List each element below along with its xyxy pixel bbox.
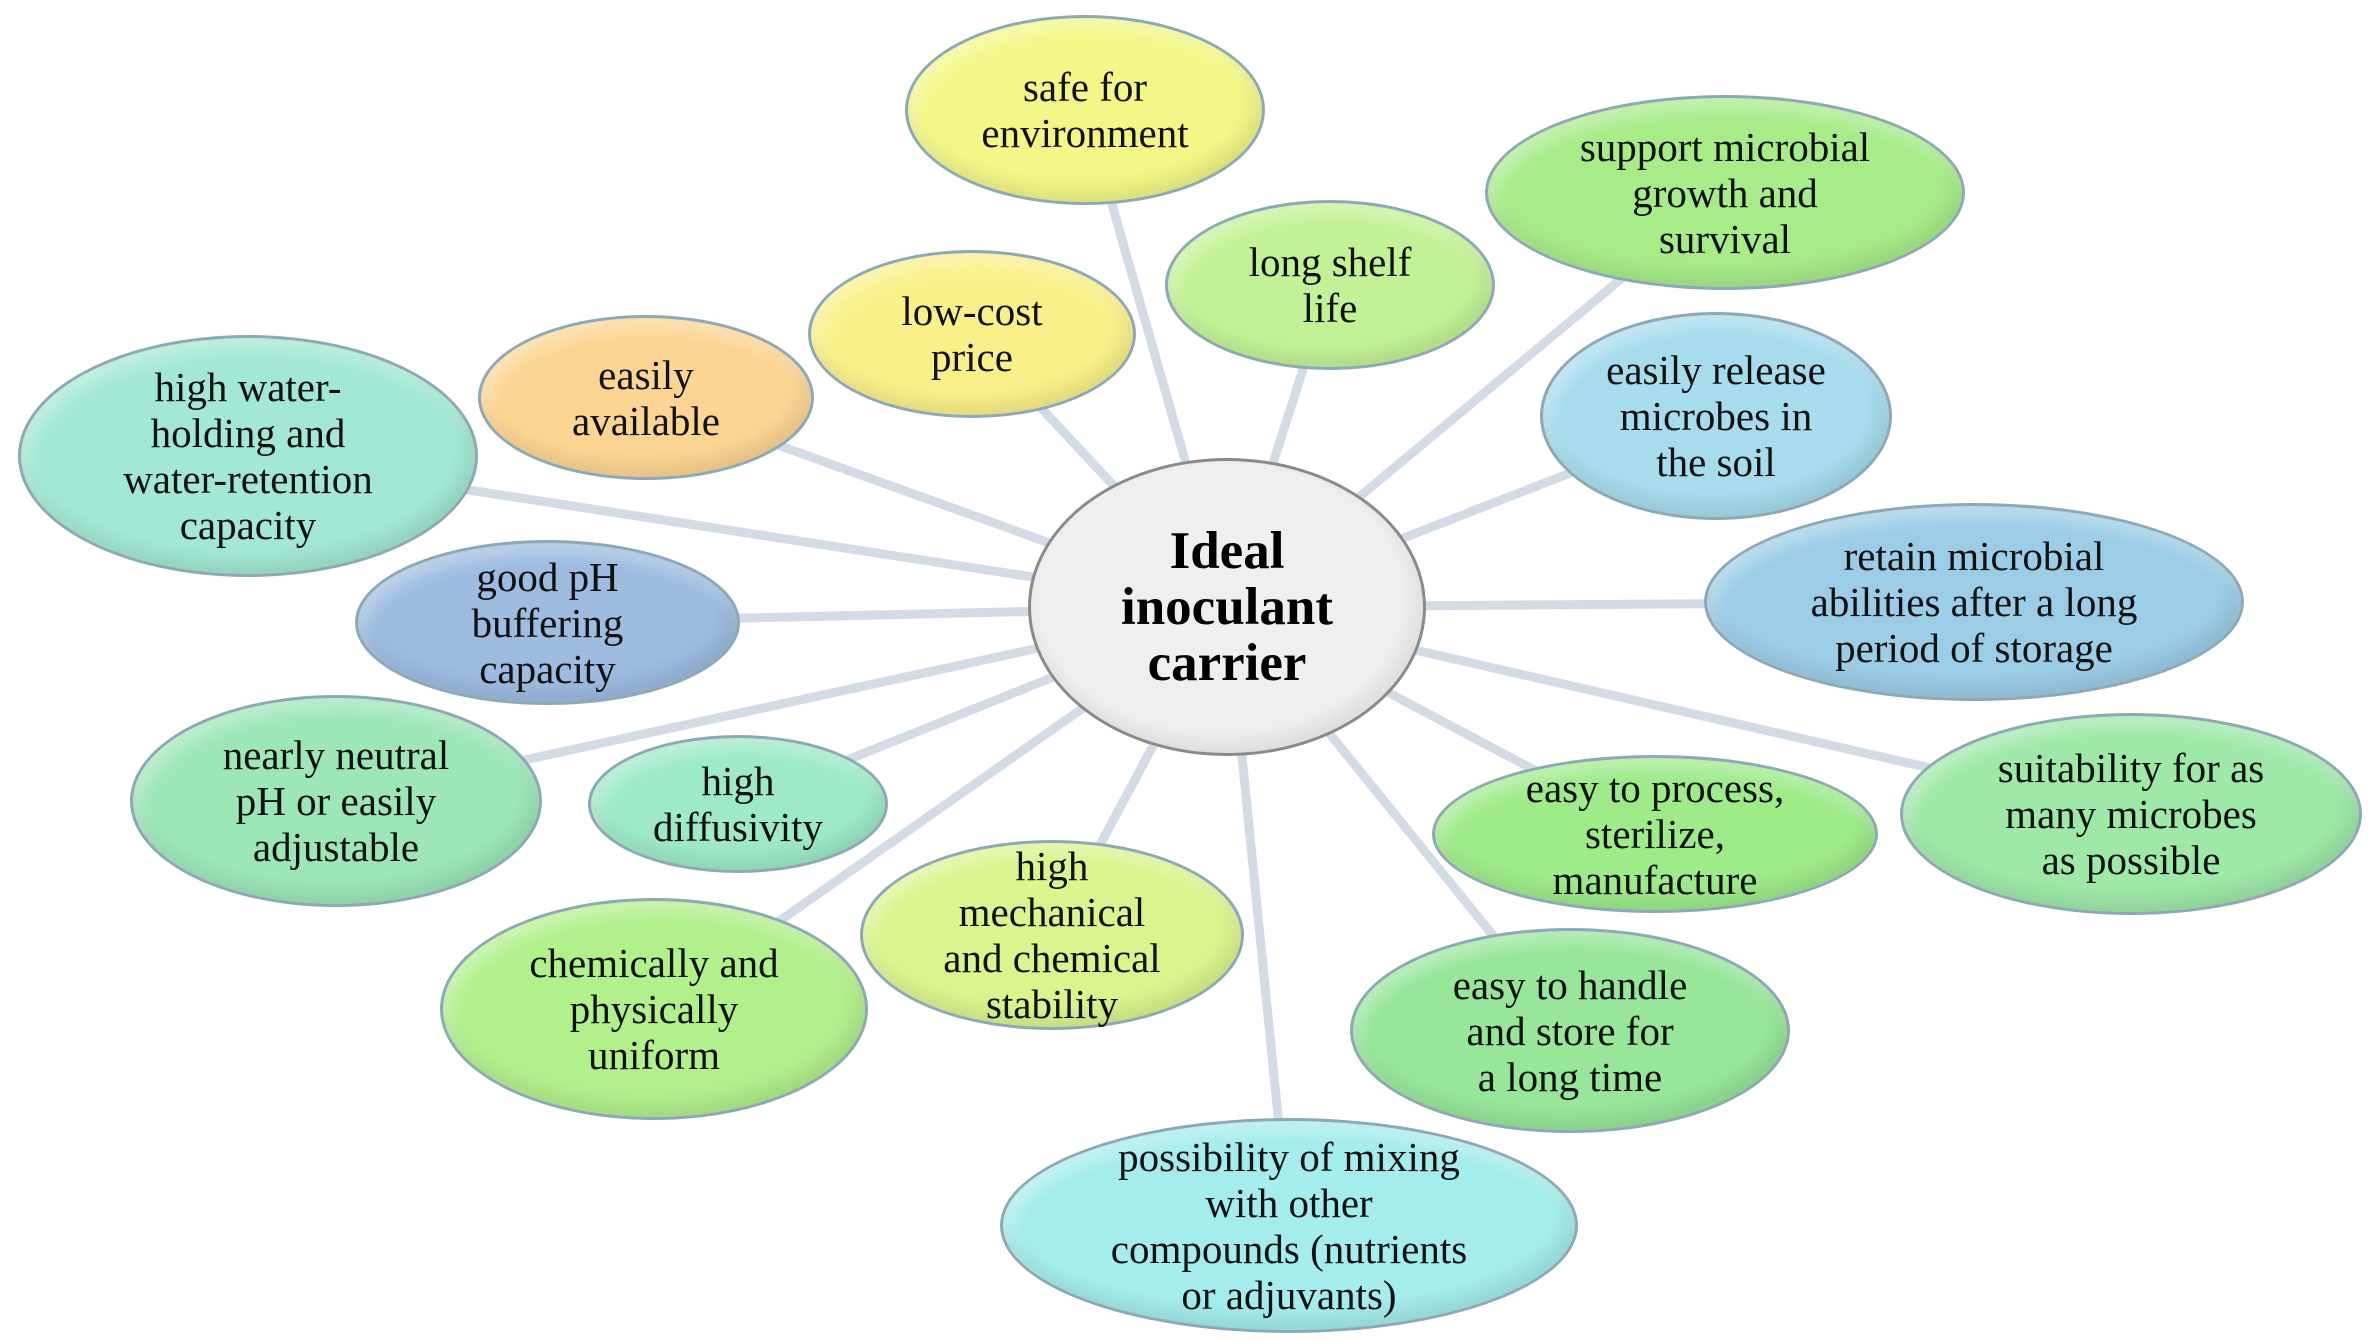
node-easy-handle: easy to handle and store for a long time <box>1350 928 1790 1133</box>
node-high-mechanical: high mechanical and chemical stability <box>860 840 1244 1030</box>
node-easily-release: easily release microbes in the soil <box>1540 312 1892 520</box>
node-easy-process: easy to process, sterilize, manufacture <box>1432 755 1878 913</box>
node-safe-environment: safe for environment <box>905 15 1265 205</box>
node-good-ph: good pH buffering capacity <box>355 540 740 705</box>
node-long-shelf-life: long shelf life <box>1165 200 1495 370</box>
node-easily-available: easily available <box>478 315 814 480</box>
node-retain-microbial: retain microbial abilities after a long … <box>1704 503 2244 701</box>
node-suitability: suitability for as many microbes as poss… <box>1900 713 2362 915</box>
node-high-water: high water- holding and water-retention … <box>18 335 478 577</box>
node-low-cost: low-cost price <box>808 250 1136 418</box>
node-possibility-mixing: possibility of mixing with other compoun… <box>1000 1118 1578 1333</box>
node-support-microbial: support microbial growth and survival <box>1485 95 1965 290</box>
node-high-diffusivity: high diffusivity <box>588 735 888 873</box>
center-node: Ideal inoculant carrier <box>1028 458 1426 756</box>
node-chemically-uniform: chemically and physically uniform <box>440 898 868 1120</box>
node-nearly-neutral: nearly neutral pH or easily adjustable <box>130 695 542 907</box>
